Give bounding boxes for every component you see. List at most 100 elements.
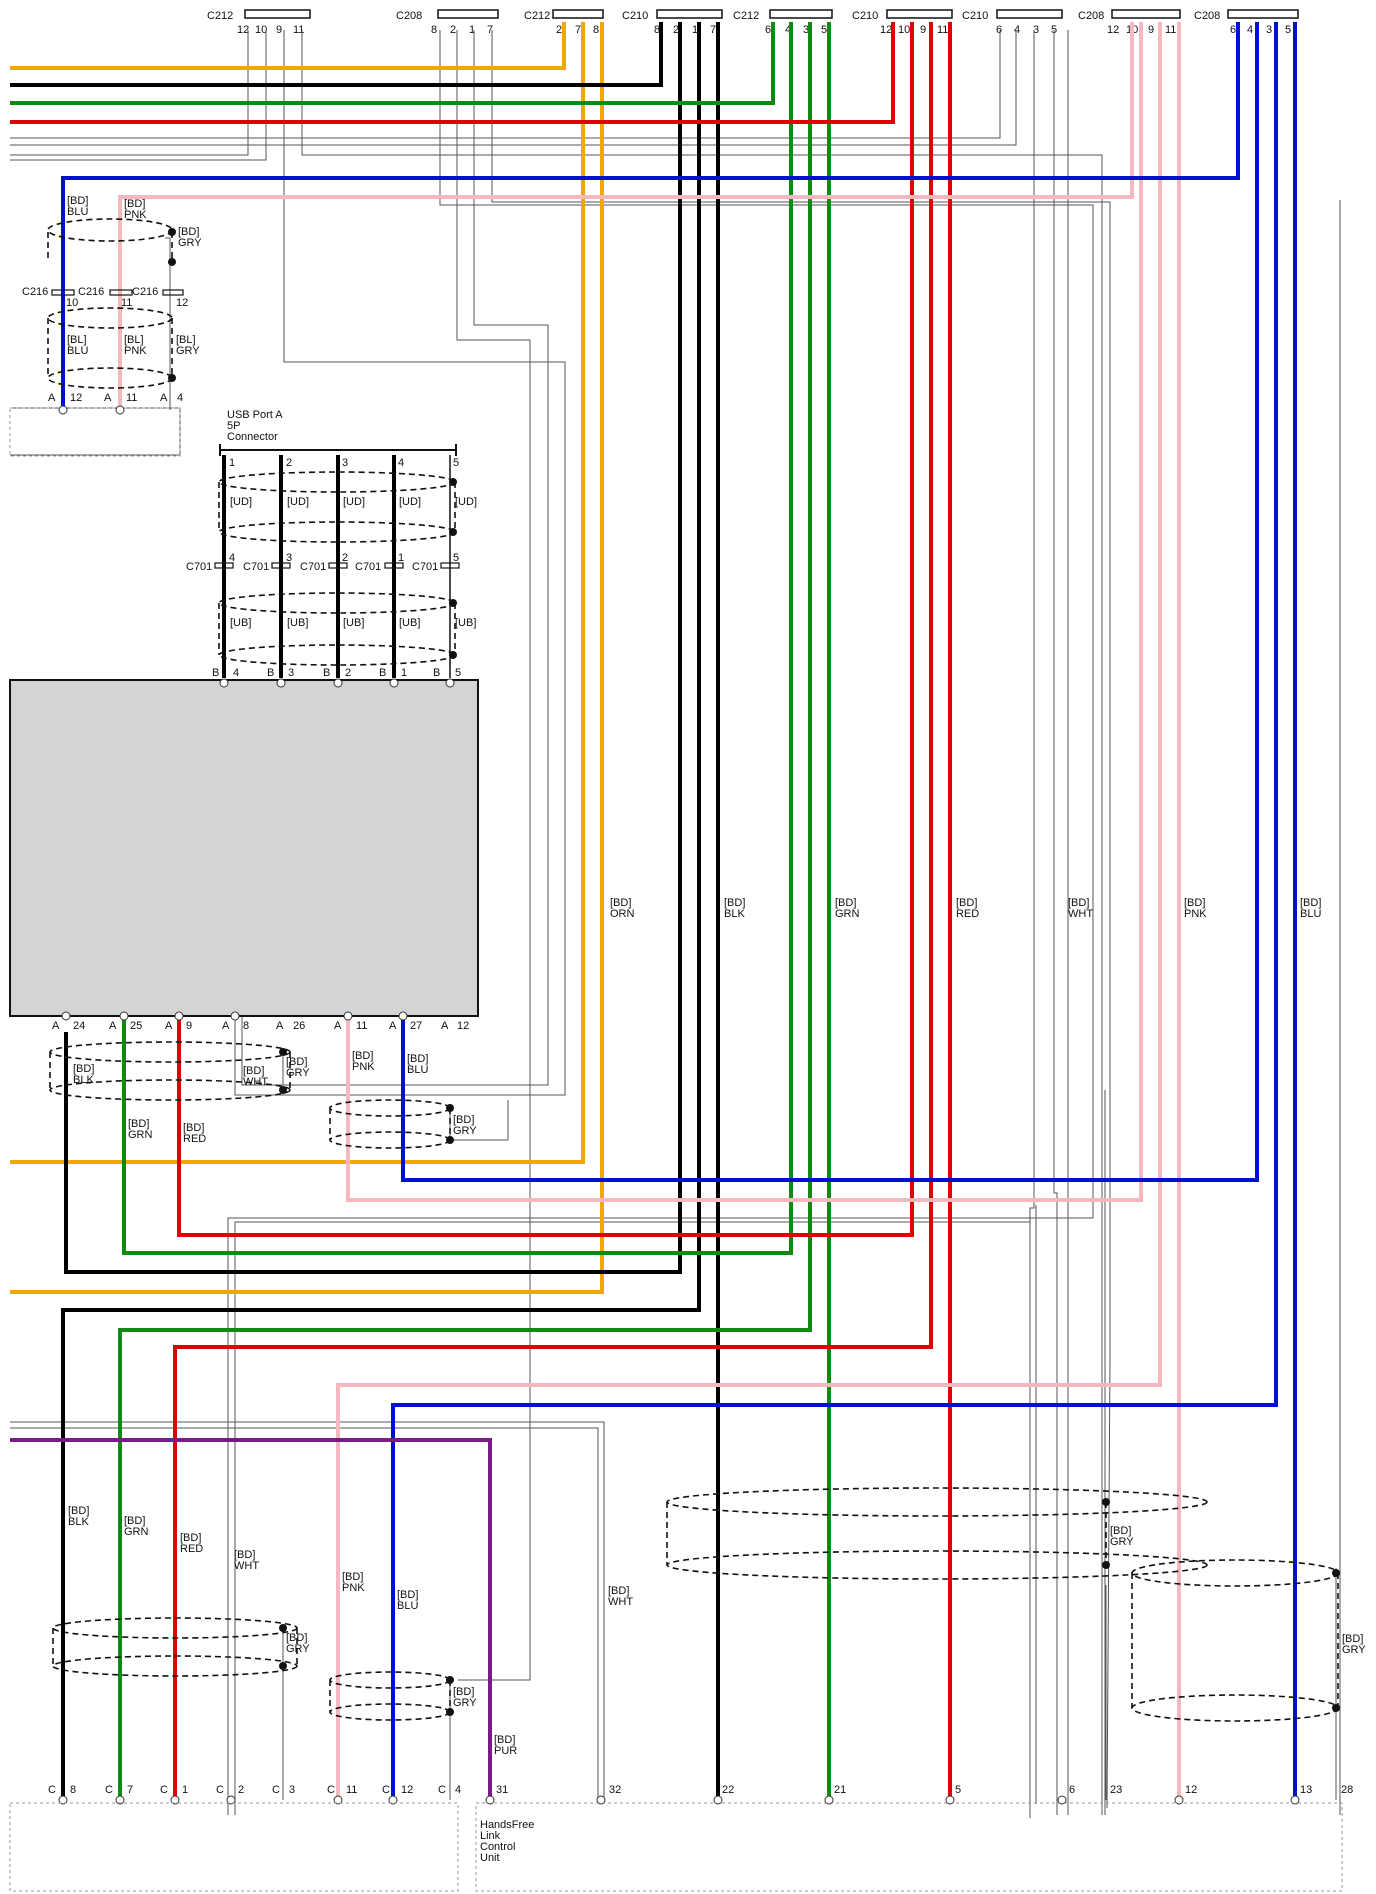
wire-label: [BD]	[286, 1056, 307, 1068]
pin-label: 9	[276, 24, 282, 36]
pin-label: 12	[237, 24, 249, 36]
top-connector-6: C210 12 10 9 11	[852, 9, 953, 36]
pin-circle	[485, 1795, 495, 1805]
pin-label: 5	[821, 24, 827, 36]
audio-unit-module	[9, 679, 479, 1017]
pin-label: 26	[293, 1020, 305, 1032]
connector-label: C210	[962, 10, 988, 22]
wire-red	[177, 22, 914, 1237]
row-label: A	[109, 1020, 117, 1032]
wire-orn	[10, 22, 566, 70]
pin-label: 2	[238, 1784, 244, 1796]
pin-label: 2	[556, 24, 562, 36]
pin-label: 3	[288, 667, 294, 679]
wire-label: [BD]	[407, 1053, 428, 1065]
shields	[47, 218, 1340, 1722]
wire-label: RED	[956, 908, 979, 920]
connector-label: C212	[524, 10, 550, 22]
pin-label: 12	[70, 392, 82, 404]
pin-circle	[333, 678, 343, 688]
pin-label: 7	[127, 1784, 133, 1796]
row-label: B	[433, 667, 440, 679]
c701-label: C701	[186, 561, 212, 573]
top-connector-1: C212 12 10 9 11	[207, 9, 311, 36]
pin-circle	[230, 1011, 240, 1021]
row-label: C	[382, 1784, 390, 1796]
wire-label: [BD]	[124, 198, 145, 210]
pin-label: 13	[1300, 1784, 1312, 1796]
wire-label: WHT	[608, 1596, 633, 1608]
wire-label: [BD]	[342, 1571, 363, 1583]
row-label: B	[267, 667, 274, 679]
module-a-top-row: A 12 A 11 A 4	[9, 392, 183, 457]
pin-label: 12	[1107, 24, 1119, 36]
c701-label: C701	[355, 561, 381, 573]
wire-label: GRY	[453, 1125, 477, 1137]
c701-label: C701	[412, 561, 438, 573]
pin-label: 11	[937, 24, 948, 36]
wire-label: BLK	[68, 1516, 89, 1528]
c216-label: C216	[22, 286, 48, 298]
wire-label: BLK	[73, 1074, 94, 1086]
pin-label: 12	[880, 24, 892, 36]
wire-label: [UD]	[399, 496, 421, 508]
pin-label: 12	[457, 1020, 469, 1032]
pin-circle	[445, 678, 455, 688]
pin-label: 11	[356, 1020, 367, 1032]
wire-orn	[10, 22, 585, 1164]
wire-label: RED	[180, 1543, 203, 1555]
wire-label: [BD]	[183, 1122, 204, 1134]
wire-label: [BD]	[724, 897, 745, 909]
pin-circle	[58, 405, 68, 415]
c701-label: C701	[300, 561, 326, 573]
pin-label: 2	[342, 552, 348, 564]
wire-label: GRN	[128, 1129, 153, 1141]
pin-circle	[115, 1795, 125, 1805]
wire-label: [BD]	[835, 897, 856, 909]
pin-label: 4	[1014, 24, 1020, 36]
thin-wire	[165, 237, 171, 410]
c701-connectors: C701 C701 C701 C701 C701 4 3 2 1 5	[186, 552, 460, 573]
pin-label: 12	[1185, 1784, 1197, 1796]
pin-circle	[398, 1011, 408, 1021]
wire-label: GRN	[835, 908, 860, 920]
pin-label: 5	[453, 552, 459, 564]
pin-circle	[1290, 1795, 1300, 1805]
pin-label: 3	[1266, 24, 1272, 36]
wire-label: [UD]	[287, 496, 309, 508]
pin-label: 8	[593, 24, 599, 36]
wire-label: GRN	[124, 1526, 149, 1538]
wire-label: BLK	[724, 908, 745, 920]
pin-label: 8	[70, 1784, 76, 1796]
pin-label: 11	[1165, 24, 1176, 36]
connector-label: C212	[207, 10, 233, 22]
pin-label: 2	[345, 667, 351, 679]
usb-title: USB Port A	[227, 409, 283, 421]
pin-circle	[343, 1011, 353, 1021]
pin-label: 1	[469, 24, 475, 36]
pin-label: 12	[401, 1784, 413, 1796]
wire-label: [BD]	[1342, 1633, 1363, 1645]
pin-label: 4	[229, 552, 235, 564]
wire-label: [BD]	[180, 1532, 201, 1544]
hfl-control-unit: HandsFree Link Control Unit 31 32 22 21 …	[475, 1784, 1353, 1892]
row-label: A	[104, 392, 112, 404]
pin-label: 11	[126, 392, 137, 404]
wire-label: GRY	[176, 345, 200, 357]
color-wires	[10, 22, 1297, 1800]
pin-label: 4	[398, 457, 404, 469]
wire-label: [UB]	[287, 617, 308, 629]
thin-wire	[301, 30, 1103, 1815]
pin-label: 21	[834, 1784, 846, 1796]
wire-label: [UB]	[230, 617, 251, 629]
top-connector-4: C210 8 2 1 7	[622, 9, 723, 36]
thin-wires	[10, 30, 1341, 1818]
module-b-row: B 4 B 3 B 2 B 1 B 5	[212, 667, 461, 688]
wire-label: [BD]	[73, 1063, 94, 1075]
row-label: B	[379, 667, 386, 679]
wire-label: [BD]	[494, 1734, 515, 1746]
pin-label: 2	[450, 24, 456, 36]
thin-wire	[10, 30, 267, 161]
pin-label: 4	[455, 1784, 461, 1796]
row-label: B	[212, 667, 219, 679]
